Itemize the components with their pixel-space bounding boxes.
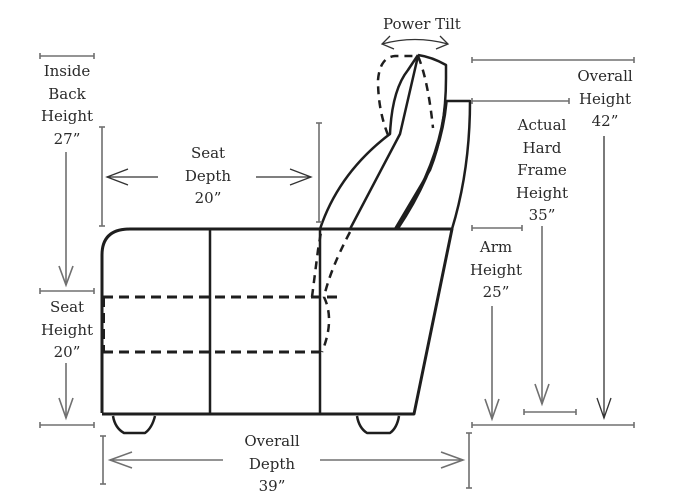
power-tilt-arrowhead-left	[380, 35, 395, 50]
arm-height-line-1: Arm	[479, 238, 513, 256]
seat-depth-line-2: Depth	[184, 166, 232, 185]
seat-height-value: 20”	[53, 343, 81, 361]
inside-back-height-label: Inside Back Height 27”	[40, 60, 94, 150]
back-cushion-inner	[348, 55, 420, 230]
overall-height-line-1: Overall	[577, 67, 633, 85]
overall-depth-label: Overall Depth 39”	[240, 430, 304, 498]
front-foot	[111, 415, 157, 435]
hard-frame-line-4: Height	[515, 183, 569, 202]
power-tilt-arrowhead-right	[435, 35, 450, 50]
inside-back-height-line-2: Back	[48, 84, 86, 103]
hard-frame-line-2: Hard	[522, 138, 562, 157]
hard-frame-value: 35”	[528, 206, 556, 224]
power-tilt-label: Power Tilt	[383, 15, 461, 33]
overall-depth-line-2: Depth	[248, 454, 296, 473]
arm-height-value: 25”	[482, 283, 510, 301]
tilted-back-dashed-2	[320, 231, 352, 353]
back-cushion-front	[318, 54, 420, 230]
power-tilt-arrow	[381, 38, 449, 45]
actual-hard-frame-height-label: Actual Hard Frame Height 35”	[512, 114, 572, 227]
overall-depth-line-1: Overall	[244, 432, 300, 450]
inside-back-height-line-1: Inside	[43, 62, 91, 80]
overall-height-line-2: Height	[578, 89, 632, 108]
tilted-headrest-dashed	[376, 54, 435, 136]
dimension-lines	[39, 35, 635, 489]
seat-height-label: Seat Height 20”	[40, 296, 94, 364]
inside-back-arrowhead	[58, 265, 74, 288]
back-rear-edge	[395, 101, 448, 230]
overall-height-value: 42”	[591, 112, 619, 130]
seat-depth-label: Seat Depth 20”	[180, 142, 236, 210]
chair-outline	[100, 53, 472, 435]
tilted-back-dashed	[310, 231, 323, 298]
hard-frame-line-3: Frame	[517, 161, 567, 179]
overall-depth-value: 39”	[258, 477, 286, 495]
arm-height-line-2: Height	[469, 260, 523, 279]
hard-frame-line-1: Actual	[517, 116, 567, 134]
arm-height-label: Arm Height 25”	[466, 236, 526, 304]
seat-depth-line-1: Seat	[190, 144, 226, 162]
chair-base-outline	[100, 227, 454, 416]
rear-frame	[445, 99, 472, 230]
seat-depth-value: 20”	[194, 189, 222, 207]
seat-height-line-2: Height	[40, 320, 94, 339]
rear-foot	[355, 415, 401, 435]
inside-back-height-line-3: Height	[40, 107, 94, 125]
overall-height-label: Overall Height 42”	[576, 65, 634, 133]
inside-back-height-value: 27”	[53, 129, 81, 148]
seat-height-line-1: Seat	[49, 298, 85, 316]
